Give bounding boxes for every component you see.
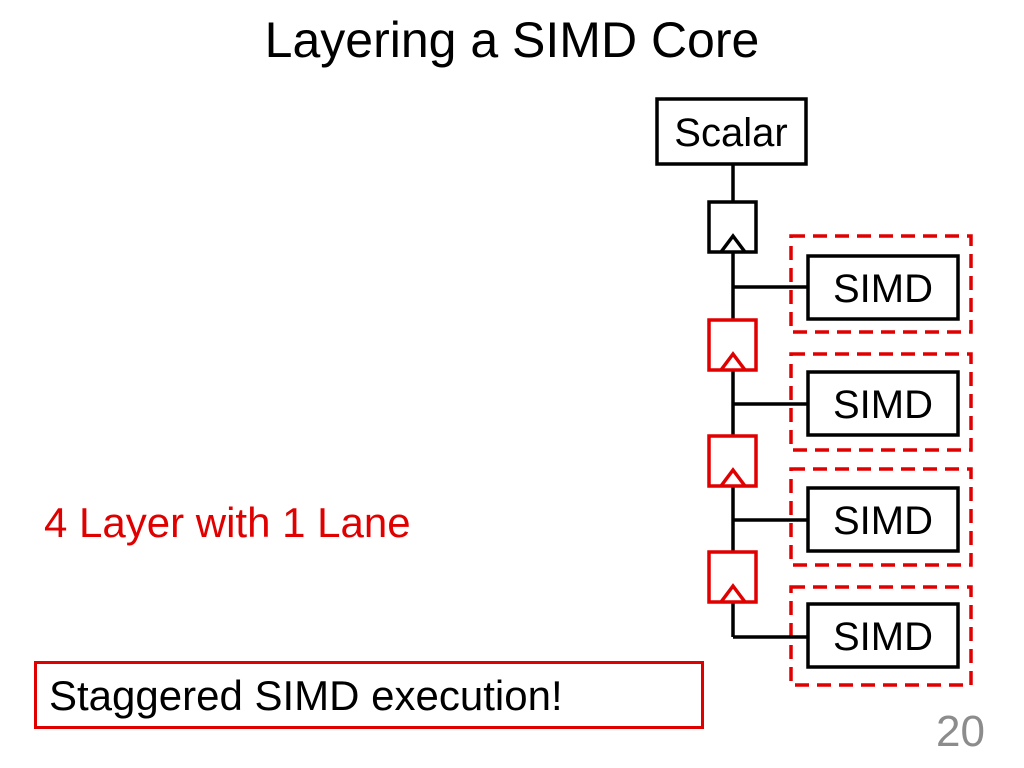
simd-label: SIMD <box>833 615 933 659</box>
pipeline-register-layer-4 <box>707 550 758 604</box>
simd-box <box>806 486 960 553</box>
simd-box <box>806 370 960 437</box>
pipeline-register-layer-3 <box>707 434 758 488</box>
simd-label: SIMD <box>833 267 933 311</box>
layer-caption: 4 Layer with 1 Lane <box>44 499 411 546</box>
callout-text: Staggered SIMD execution! <box>49 672 563 719</box>
layer-dashed-outline <box>789 467 973 567</box>
layer-dashed-outline <box>789 234 973 334</box>
simd-label: SIMD <box>833 383 933 427</box>
page-number: 20 <box>936 707 985 756</box>
layer-dashed-outline <box>789 352 973 452</box>
pipeline-register-layer-2 <box>707 318 758 372</box>
callout-box: Staggered SIMD execution! <box>34 661 704 729</box>
slide-title: Layering a SIMD Core <box>264 12 760 68</box>
scalar-box <box>655 97 808 166</box>
simd-box <box>806 602 960 669</box>
pipeline-register-scalar <box>707 200 758 254</box>
simd-box <box>806 254 960 321</box>
scalar-label: Scalar <box>674 111 787 155</box>
simd-label: SIMD <box>833 499 933 543</box>
